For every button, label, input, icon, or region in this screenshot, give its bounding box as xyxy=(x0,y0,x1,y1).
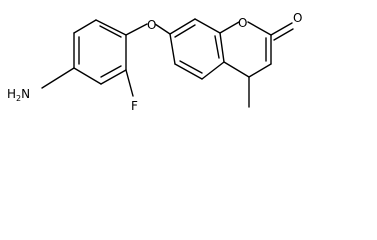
bond xyxy=(154,23,171,35)
ether-oxygen-label: O xyxy=(147,18,156,32)
bond xyxy=(125,69,134,97)
bond xyxy=(169,33,176,65)
atom-labels: H2N F O O O xyxy=(7,11,302,113)
bond xyxy=(99,25,122,38)
bond xyxy=(41,67,75,89)
bond xyxy=(214,35,220,59)
ring-oxygen-label: O xyxy=(238,16,247,30)
bond xyxy=(100,65,122,78)
bonds xyxy=(41,18,294,108)
bond xyxy=(174,24,196,38)
amine-label: H2N xyxy=(7,87,30,103)
bond xyxy=(247,21,272,36)
bond xyxy=(194,18,221,34)
bond xyxy=(248,63,272,78)
bond xyxy=(223,61,250,78)
fluorine-label: F xyxy=(131,99,138,113)
bond xyxy=(169,18,196,35)
bond xyxy=(179,60,203,74)
bond xyxy=(219,21,240,34)
bond xyxy=(270,22,293,36)
bond xyxy=(125,23,148,36)
bond xyxy=(273,28,294,41)
bond xyxy=(201,61,225,80)
bond xyxy=(219,32,225,63)
bond xyxy=(100,69,127,85)
carbonyl-oxygen-label: O xyxy=(293,11,302,25)
bond xyxy=(95,19,127,36)
bond xyxy=(174,63,203,80)
chemical-structure: H2N F O O O xyxy=(7,11,302,113)
bond xyxy=(73,67,102,85)
bond xyxy=(73,19,97,34)
